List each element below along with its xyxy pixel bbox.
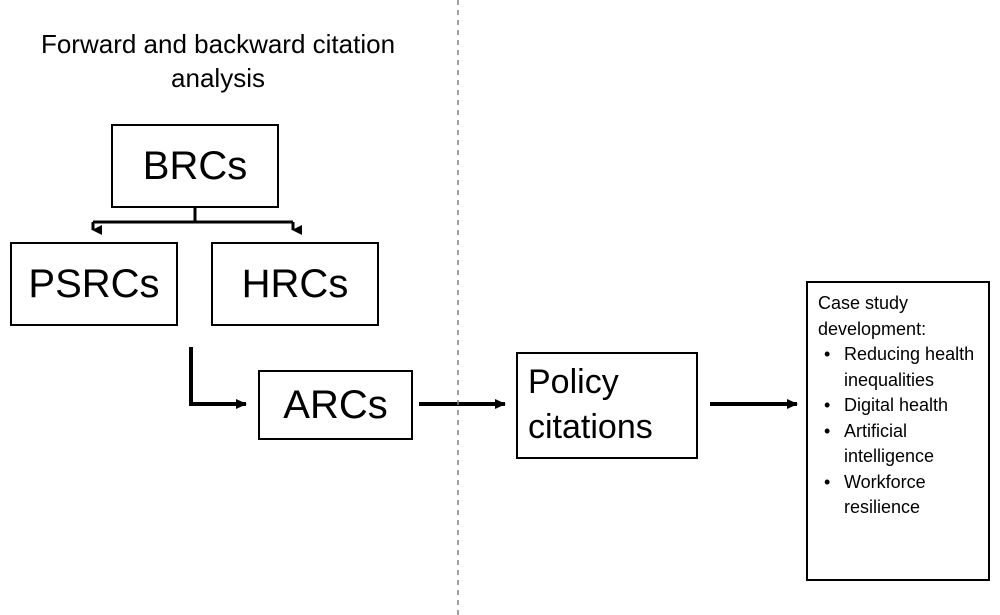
node-policy-citations-line1: Policy bbox=[528, 363, 619, 401]
node-policy-citations[interactable]: Policy citations bbox=[516, 352, 698, 459]
connector-elbow-to-arcs bbox=[189, 347, 247, 409]
case-study-bullet-label: Artificial intelligence bbox=[844, 420, 935, 467]
case-study-bullet-item: • Workforce resilience bbox=[818, 470, 978, 521]
case-study-bullet-item: • Digital health bbox=[818, 393, 978, 419]
case-study-bullet-label: Workforce resilience bbox=[844, 471, 926, 518]
section-title-citation-analysis: Forward and backward citation analysis bbox=[40, 29, 396, 93]
case-study-bullet-item: • Reducing health inequalities bbox=[818, 342, 978, 393]
node-arcs[interactable]: ARCs bbox=[258, 370, 413, 440]
node-case-study[interactable]: Case study development: • Reducing health… bbox=[806, 281, 990, 581]
node-brcs[interactable]: BRCs bbox=[111, 124, 279, 208]
node-psrcs-label: PSRCs bbox=[28, 262, 160, 306]
case-study-bullet-item: • Artificial intelligence bbox=[818, 419, 978, 470]
case-study-bullet-label: Reducing health inequalities bbox=[844, 344, 975, 390]
case-study-heading-line2: development: bbox=[818, 318, 927, 339]
case-study-bullet-list: • Reducing health inequalities • Digital he… bbox=[818, 342, 978, 521]
node-arcs-label: ARCs bbox=[283, 383, 388, 427]
case-study-heading-line1: Case study bbox=[818, 293, 909, 313]
case-study-bullet-label: Digital health bbox=[844, 395, 949, 416]
bullet-point-icon: • bbox=[824, 471, 831, 492]
bullet-point-icon: • bbox=[824, 344, 831, 365]
node-policy-citations-line2: citations bbox=[528, 408, 653, 447]
node-brcs-label: BRCs bbox=[142, 144, 248, 188]
node-hrcs[interactable]: HRCs bbox=[211, 242, 379, 326]
bullet-point-icon: • bbox=[824, 420, 831, 441]
bullet-point-icon: • bbox=[824, 395, 831, 416]
node-hrcs-label: HRCs bbox=[241, 262, 349, 306]
node-psrcs[interactable]: PSRCs bbox=[10, 242, 178, 326]
